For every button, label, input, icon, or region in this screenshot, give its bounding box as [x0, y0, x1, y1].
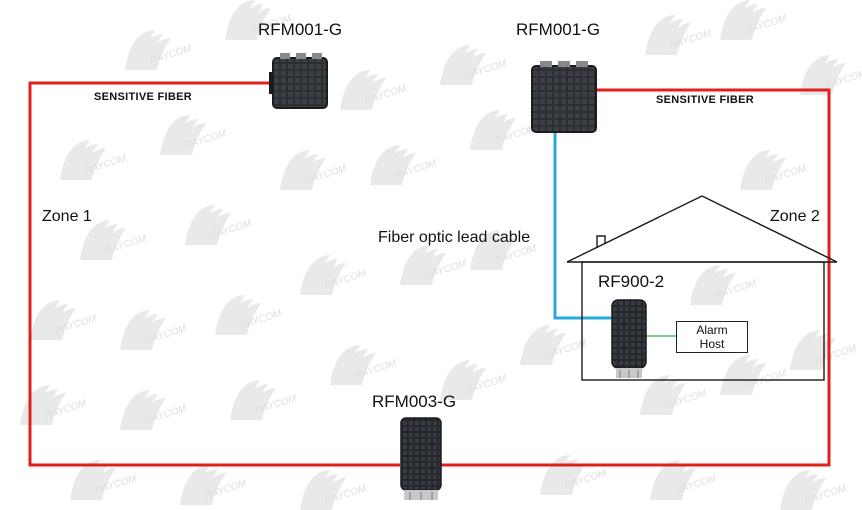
rfm001-right-device [531, 61, 597, 133]
zone-2-label: Zone 2 [770, 208, 820, 225]
rfm003-device [400, 417, 442, 500]
rf900-label: RF900-2 [598, 272, 665, 291]
alarm-host-box: Alarm Host [676, 321, 748, 353]
rf900-device [611, 299, 647, 378]
rfm001-left-label: RFM001-G [258, 20, 343, 39]
alarm-host-line1: Alarm [696, 323, 728, 337]
zone-1-label: Zone 1 [42, 208, 92, 225]
house-outline [566, 195, 838, 381]
sensitive-fiber-label-right: SENSITIVE FIBER [656, 94, 755, 106]
lead-cable-label: Fiber optic lead cable [378, 229, 531, 246]
rfm001-right-label: RFM001-G [516, 20, 601, 39]
rfm003-label: RFM003-G [372, 392, 457, 411]
lead-cable-line [553, 130, 612, 320]
alarm-host-line2: Host [699, 337, 725, 351]
sensitive-fiber-label-left: SENSITIVE FIBER [94, 91, 193, 103]
rfm001-left-device [269, 53, 328, 109]
